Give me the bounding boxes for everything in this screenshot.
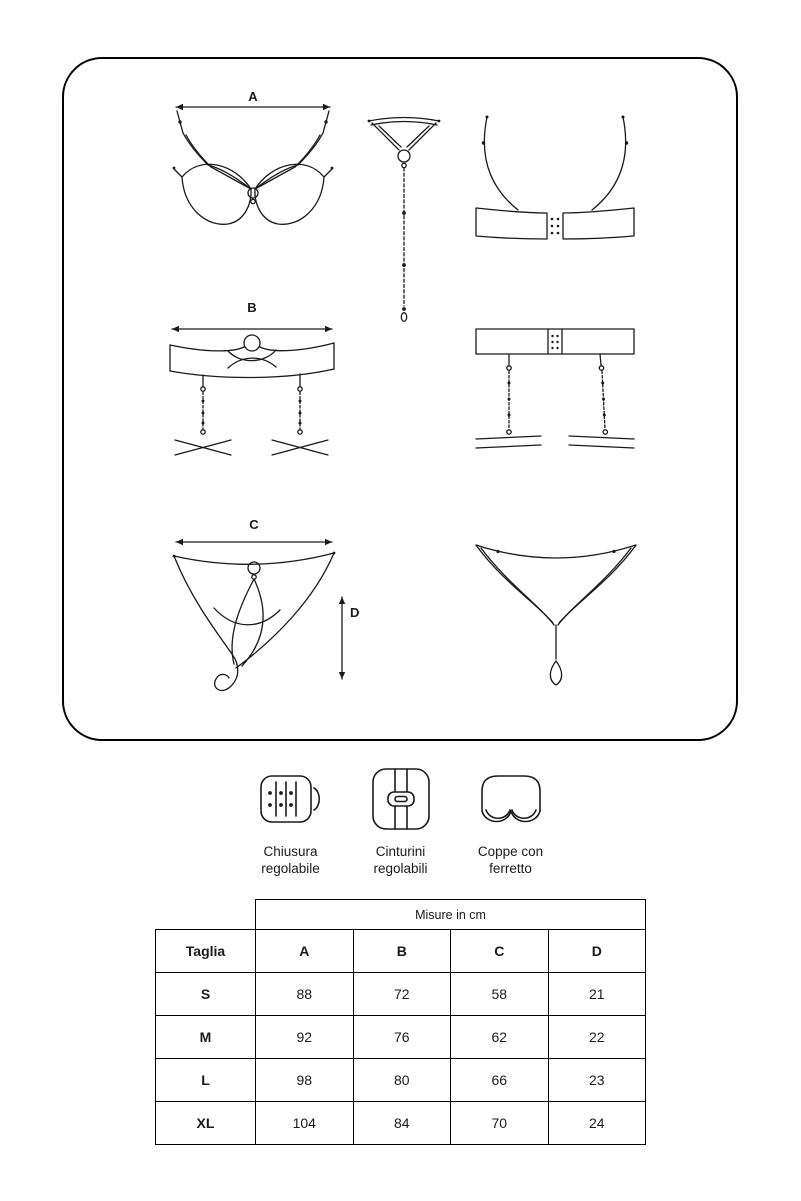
feature-label-line: Cinturini	[375, 844, 426, 859]
column-header-b: B	[352, 929, 451, 973]
table-header-row: Taglia A B C D	[155, 929, 647, 973]
hook-closure-icon	[259, 775, 320, 823]
garter-strap-left	[506, 353, 512, 435]
hook-closure	[550, 217, 560, 235]
collar-chain-drawing	[367, 116, 441, 322]
feature-label-line: regolabile	[261, 861, 320, 877]
size-value: 84	[352, 1101, 451, 1145]
feature-underwire-cups: Coppe con ferretto	[461, 766, 561, 878]
size-label: L	[155, 1058, 256, 1102]
size-value: 104	[255, 1101, 354, 1145]
size-value: 58	[450, 972, 549, 1016]
center-ring	[247, 187, 259, 199]
column-header-a: A	[255, 929, 354, 973]
waist-ring	[247, 561, 261, 575]
table-blank-cell	[156, 900, 256, 930]
table-row-size-xl: XL 104 84 70 24	[155, 1101, 647, 1145]
size-value: 80	[352, 1058, 451, 1102]
size-value: 62	[450, 1015, 549, 1059]
diagram-frame: A	[62, 57, 738, 741]
size-label: M	[155, 1015, 256, 1059]
feature-label-underwire-cups: Coppe con ferretto	[478, 843, 543, 878]
feature-label-adjustable-straps: Cinturini regolabili	[373, 843, 427, 878]
garter-strap-right	[598, 353, 609, 435]
dimension-label-d: D	[350, 605, 359, 620]
belt-center-ring	[243, 334, 261, 352]
size-value: 92	[255, 1015, 354, 1059]
dimension-label-b: B	[247, 300, 256, 315]
strap-slider-icon	[371, 768, 430, 830]
size-value: 24	[547, 1101, 647, 1145]
table-unit-header: Misure in cm	[254, 899, 647, 930]
table-row-size-m: M 92 76 62 22	[155, 1015, 647, 1059]
size-value: 21	[547, 972, 647, 1016]
table-row-size-s: S 88 72 58 21	[155, 972, 647, 1016]
thong-back-drawing	[475, 544, 637, 686]
feature-label-line: Chiusura	[263, 844, 318, 859]
size-value: 98	[255, 1058, 354, 1102]
size-value: 22	[547, 1015, 647, 1059]
feature-label-adjustable-closure: Chiusura regolabile	[261, 843, 320, 878]
feature-label-line: ferretto	[489, 861, 532, 877]
technical-drawings: A	[169, 89, 637, 692]
size-label: S	[155, 972, 256, 1016]
underwire-cups-icon	[480, 775, 541, 823]
bra-back-drawing	[475, 115, 635, 240]
bra-front-drawing: A	[172, 89, 334, 225]
feature-label-line: Coppe con	[477, 844, 544, 859]
features-row: Chiusura regolabile Cinturini regolabili	[241, 766, 561, 878]
feature-label-line: regolabili	[373, 861, 428, 877]
feature-adjustable-closure: Chiusura regolabile	[241, 766, 341, 878]
dimension-arrow-b	[171, 325, 333, 333]
garter-strap-left	[200, 374, 206, 435]
panties-front-drawing: C D	[172, 517, 359, 692]
size-value: 23	[547, 1058, 647, 1102]
dimension-arrow-d	[338, 596, 346, 680]
garter-belt-back-drawing	[475, 328, 635, 449]
collar-ring	[397, 149, 411, 163]
hook-closure	[551, 334, 559, 350]
drop-pendant	[549, 660, 563, 686]
dimension-label-c: C	[249, 517, 259, 532]
size-value: 88	[255, 972, 354, 1016]
column-header-d: D	[547, 929, 647, 973]
size-value: 76	[352, 1015, 451, 1059]
column-header-taglia: Taglia	[155, 929, 256, 973]
table-row-size-l: L 98 80 66 23	[155, 1058, 647, 1102]
garter-belt-front-drawing: B	[169, 300, 335, 456]
size-value: 66	[450, 1058, 549, 1102]
feature-adjustable-straps: Cinturini regolabili	[351, 766, 451, 878]
size-label: XL	[155, 1101, 256, 1145]
size-table: Misure in cm Taglia A B C D S 88 72 58 2…	[155, 899, 647, 1145]
garter-strap-right	[297, 373, 303, 435]
size-value: 70	[450, 1101, 549, 1145]
dimension-arrow-a	[175, 103, 331, 111]
table-unit-row: Misure in cm	[156, 899, 647, 930]
column-header-c: C	[450, 929, 549, 973]
size-value: 72	[352, 972, 451, 1016]
dimension-label-a: A	[248, 89, 258, 104]
dimension-arrow-c	[175, 538, 333, 546]
